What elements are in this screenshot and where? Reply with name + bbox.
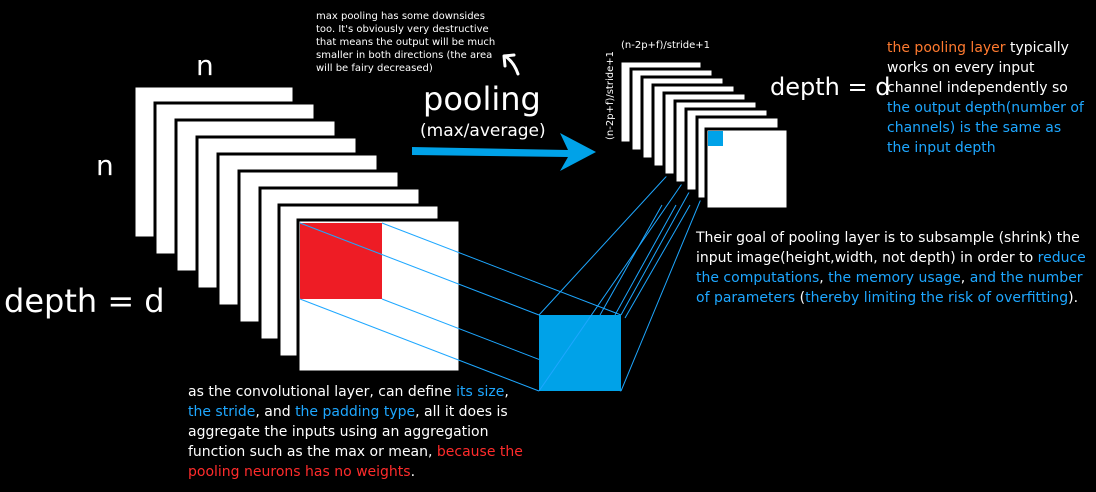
right-description: the pooling layer typically works on eve… — [887, 40, 1084, 156]
input-volume — [132, 84, 462, 374]
pooling-arrow — [412, 133, 596, 171]
out-height-formula: (n-2p+f)/stride+1 — [605, 51, 616, 140]
note-arrow-icon — [502, 53, 520, 76]
bottom-description: as the convolutional layer, can define i… — [188, 384, 523, 480]
pooling-window — [300, 223, 382, 299]
goal-description: Their goal of pooling layer is to subsam… — [696, 230, 1086, 306]
out-width-formula: (n-2p+f)/stride+1 — [621, 40, 710, 51]
depth-right-label: depth = d — [770, 73, 891, 101]
output-cell — [708, 131, 723, 146]
output-projection-lines — [538, 130, 724, 392]
output-volume — [618, 59, 790, 211]
pooling-layer-term: the pooling layer — [887, 40, 1006, 56]
pooled-cell — [539, 315, 621, 391]
pooling-label: pooling — [423, 80, 541, 118]
depth-left-label: depth = d — [4, 282, 165, 320]
pooling-sub-label: (max/average) — [420, 121, 546, 141]
n-left-label: n — [96, 149, 114, 182]
downsides-note: max pooling has some downsides too. It's… — [316, 11, 496, 74]
n-top-label: n — [196, 49, 214, 82]
